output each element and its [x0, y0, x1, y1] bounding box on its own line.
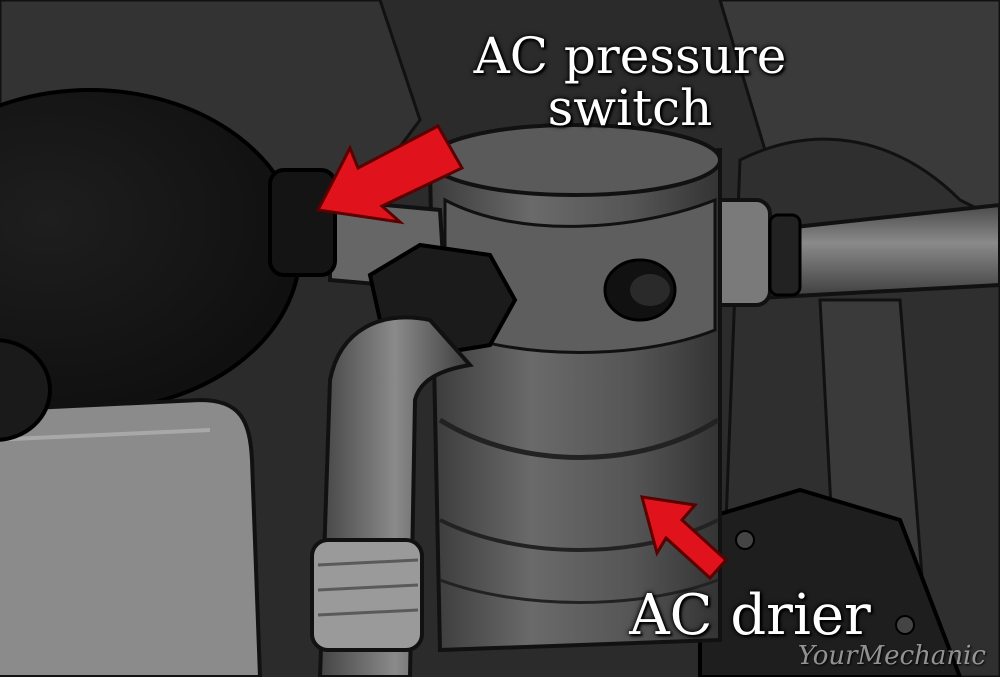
watermark-logo: YourMechanic — [797, 641, 986, 671]
arrow-drier — [639, 495, 729, 581]
reservoir-cap — [0, 338, 52, 442]
ac-pressure-switch — [268, 168, 337, 277]
label-ac-pressure-switch: AC pressure switch — [430, 30, 830, 134]
label-line-1: AC pressure — [473, 27, 787, 85]
mount-bracket — [698, 487, 963, 677]
hose-crimp — [310, 538, 424, 652]
arrow-pressure-switch — [315, 123, 465, 225]
label-ac-drier: AC drier — [629, 583, 871, 648]
label-line-2: switch — [547, 79, 713, 137]
coolant-reservoir — [0, 397, 263, 677]
